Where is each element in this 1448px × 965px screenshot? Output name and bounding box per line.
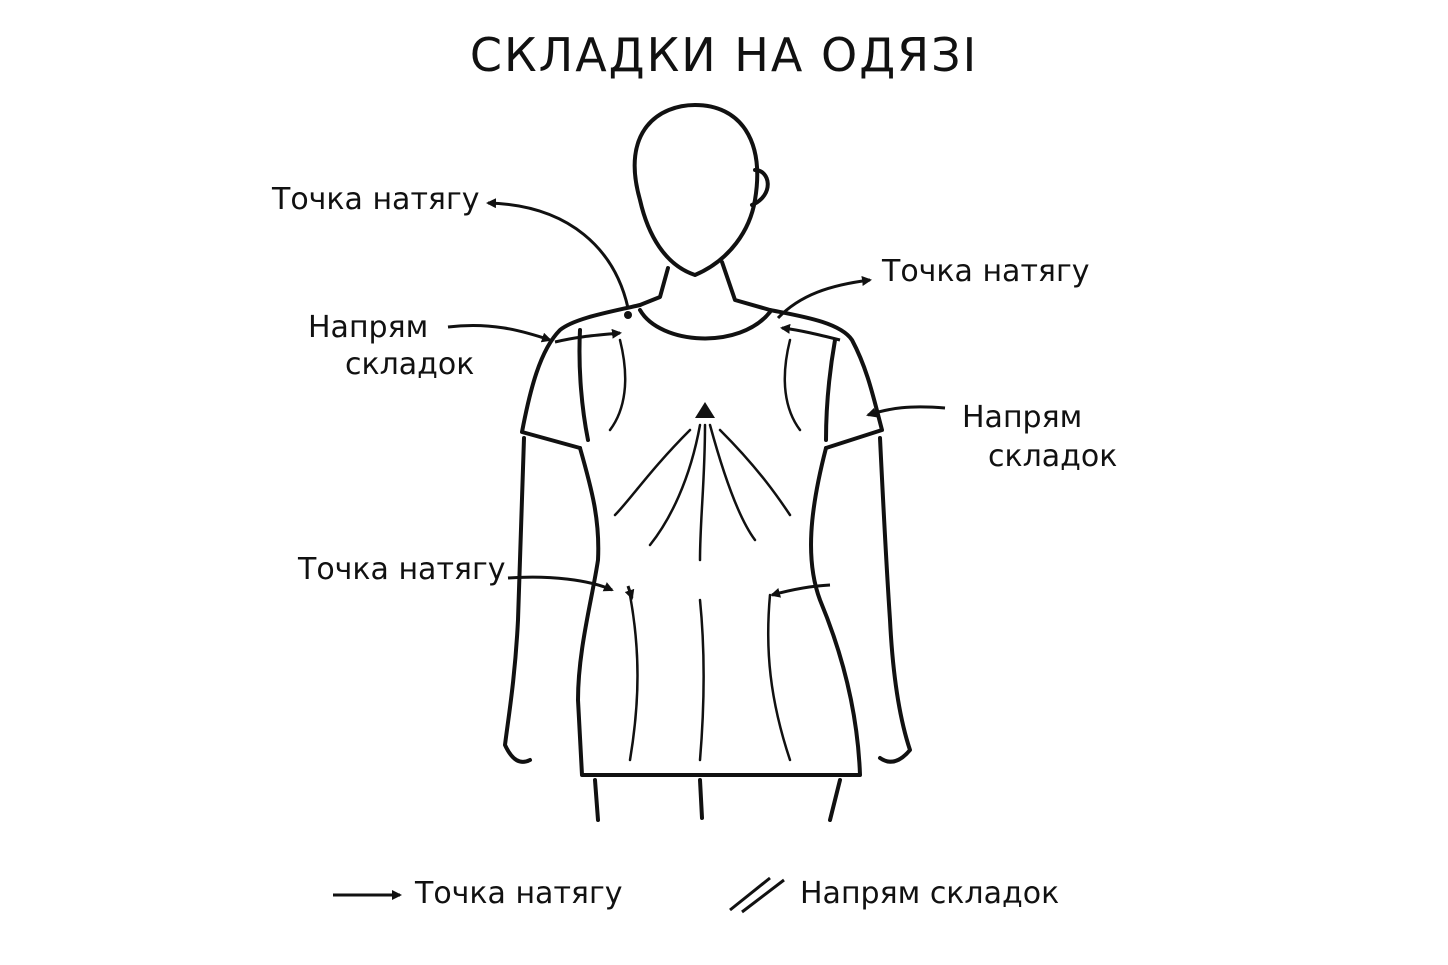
figure-outline <box>503 103 912 822</box>
fold-lines <box>608 338 802 762</box>
legend-tension-label: Точка натягу <box>415 876 623 911</box>
annotation-arrows <box>447 198 946 600</box>
label-direction-left-2: складок <box>345 347 475 382</box>
label-tension-top-right: Точка натягу <box>882 254 1090 289</box>
tension-marker-icon <box>695 402 715 418</box>
label-direction-right-1: Напрям <box>962 400 1083 435</box>
legend-direction-label: Напрям складок <box>800 876 1060 911</box>
label-tension-top-left: Точка натягу <box>272 182 480 217</box>
diagram-title: СКЛАДКИ НА ОДЯЗІ <box>469 28 979 82</box>
legend-double-line-icon <box>729 876 785 914</box>
label-tension-waist: Точка натягу <box>298 552 506 587</box>
label-direction-left-1: Напрям <box>308 310 429 345</box>
label-direction-right-2: складок <box>988 439 1118 474</box>
